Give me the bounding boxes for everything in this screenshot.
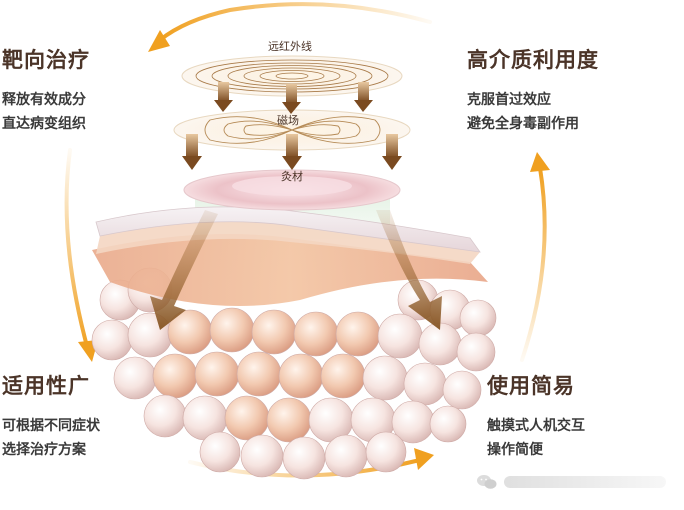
feature-desc-line1: 触摸式人机交互 bbox=[487, 418, 585, 434]
moxa-disc bbox=[183, 169, 401, 211]
feature-desc-line2: 直达病变组织 bbox=[2, 116, 86, 132]
watermark bbox=[476, 470, 666, 494]
feature-easy-use: 使用简易 触摸式人机交互 操作简便 bbox=[487, 370, 585, 462]
arrow-top-head bbox=[148, 30, 170, 52]
tissue-cells bbox=[91, 267, 497, 480]
feature-desc-line1: 克服首过效应 bbox=[467, 92, 551, 108]
feature-title: 靶向治疗 bbox=[2, 48, 90, 72]
watermark-blurred-text bbox=[504, 476, 666, 488]
layer-label-infrared: 远红外线 bbox=[268, 40, 312, 53]
feature-desc-line2: 选择治疗方案 bbox=[2, 442, 86, 458]
feature-desc-line1: 可根据不同症状 bbox=[2, 418, 100, 434]
feature-title: 高介质利用度 bbox=[467, 48, 599, 72]
layer-label-magnetic: 磁场 bbox=[277, 114, 299, 127]
arrow-right-head bbox=[530, 152, 550, 172]
feature-title: 适用性广 bbox=[2, 374, 90, 398]
feature-high-utilization: 高介质利用度 克服首过效应 避免全身毒副作用 bbox=[467, 44, 599, 136]
feature-desc-line1: 释放有效成分 bbox=[2, 92, 86, 108]
feature-desc-line2: 操作简便 bbox=[487, 442, 543, 458]
arrow-left-arc bbox=[64, 148, 90, 352]
arrow-right-arc bbox=[520, 166, 547, 362]
arrow-bottom-head bbox=[414, 448, 434, 470]
layer-label-moxa: 灸材 bbox=[281, 170, 303, 183]
magnetic-field-ring bbox=[173, 109, 411, 170]
feature-title: 使用简易 bbox=[487, 374, 575, 398]
wechat-icon bbox=[477, 475, 497, 489]
penetration-arrows bbox=[150, 210, 442, 330]
feature-wide-applicability: 适用性广 可根据不同症状 选择治疗方案 bbox=[2, 370, 100, 462]
feature-targeted-therapy: 靶向治疗 释放有效成分 直达病变组织 bbox=[2, 44, 90, 136]
far-infrared-ring bbox=[181, 55, 403, 114]
arrow-top-arc bbox=[158, 2, 432, 42]
feature-desc-line2: 避免全身毒副作用 bbox=[467, 116, 579, 132]
